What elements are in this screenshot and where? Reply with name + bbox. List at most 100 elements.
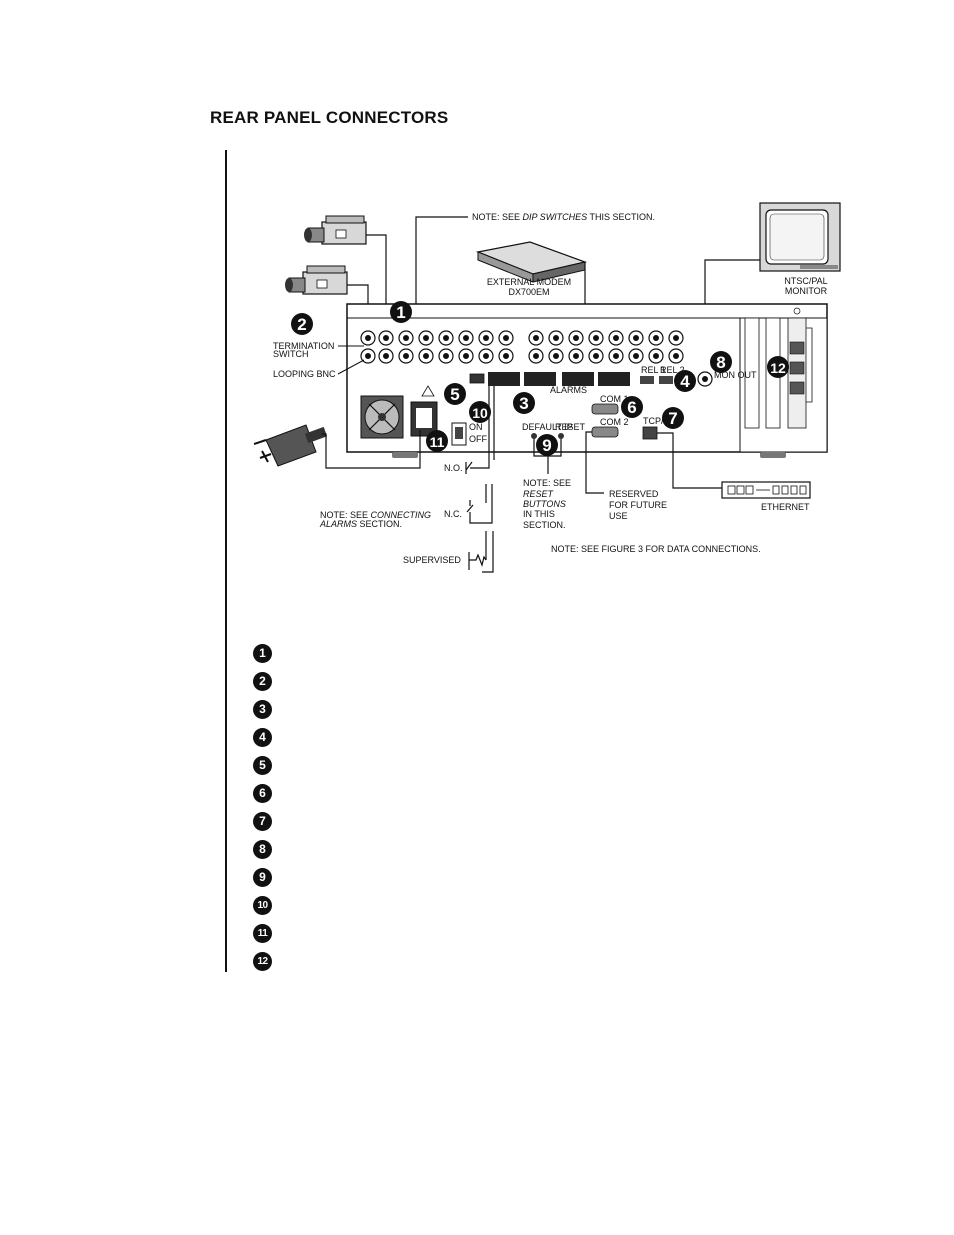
bnc-connector-pin xyxy=(553,335,559,341)
legend-item-1: 1 xyxy=(253,644,272,663)
panel-com1-label: COM 1 xyxy=(600,394,629,404)
panel-reset-label: RESET xyxy=(555,422,586,432)
callout-1-label: 1 xyxy=(396,303,405,322)
callout-9-marker xyxy=(536,434,558,456)
legend-item-5: 5 xyxy=(253,756,272,775)
bnc-connector-pin xyxy=(553,353,559,359)
callout-6-label: 6 xyxy=(627,398,636,417)
note-alarms-italic2: ALARMS xyxy=(319,519,357,529)
callout-9-label: 9 xyxy=(542,436,551,455)
reserved-label-line2: FOR FUTURE xyxy=(609,500,667,510)
tcpip-port xyxy=(642,426,658,440)
bnc-connector-pin xyxy=(633,353,639,359)
callout-8-label: 8 xyxy=(716,353,725,372)
note-figure3: NOTE: SEE FIGURE 3 FOR DATA CONNECTIONS. xyxy=(551,544,761,554)
svg-text:NOTE: SEE CONNECTING: NOTE: SEE CONNECTING xyxy=(320,510,431,520)
reserved-label-line3: USE xyxy=(609,511,628,521)
bnc-connector-pin xyxy=(463,353,469,359)
legend-item-6: 6 xyxy=(253,784,272,803)
bnc-connector-pin xyxy=(533,353,539,359)
bnc-connector-pin xyxy=(443,353,449,359)
legend-item-9: 9 xyxy=(253,868,272,887)
legend-item-2: 2 xyxy=(253,672,272,691)
page-title: REAR PANEL CONNECTORS xyxy=(210,108,449,127)
bnc-connector-pin xyxy=(653,353,659,359)
legend-item-8: 8 xyxy=(253,840,272,859)
power-inlet-icon xyxy=(410,385,438,437)
callout-2-marker xyxy=(291,313,313,335)
looping-bnc-label: LOOPING BNC xyxy=(273,369,336,379)
termination-label-line1: TERMINATION xyxy=(273,341,334,351)
legend-item-3: 3 xyxy=(253,700,272,719)
note-dip-italic: DIP SWITCHES xyxy=(523,212,588,222)
bnc-connector-pin xyxy=(483,335,489,341)
reserved-label-line1: RESERVED xyxy=(609,489,659,499)
com2-port xyxy=(591,426,619,438)
com1-port xyxy=(591,403,619,415)
callout-8-marker xyxy=(710,351,732,373)
bnc-connector-pin xyxy=(443,335,449,341)
modem-label-line2: DX700EM xyxy=(508,287,549,297)
panel-on-label: ON xyxy=(469,422,483,432)
callout-1-marker xyxy=(390,301,412,323)
monitor-icon xyxy=(759,202,841,272)
callout-5-marker xyxy=(444,383,466,405)
monitor-label-line1: NTSC/PAL xyxy=(784,276,827,286)
bnc-connector-pin xyxy=(463,335,469,341)
note-dip-prefix: NOTE: SEE xyxy=(472,212,523,222)
note-reset-line4: IN THIS xyxy=(523,509,555,519)
ethernet-hub-icon xyxy=(721,481,811,499)
bnc-connector-pin xyxy=(613,353,619,359)
callout-10-marker xyxy=(469,401,491,423)
ethernet-label: ETHERNET xyxy=(761,502,810,512)
supervised-label: SUPERVISED xyxy=(403,555,461,565)
callout-7-marker xyxy=(662,407,684,429)
relay2-block xyxy=(659,376,673,384)
bnc-connector-pin xyxy=(673,353,679,359)
panel-com2-label: COM 2 xyxy=(600,417,629,427)
callout-10-label: 10 xyxy=(472,405,488,421)
panel-off-label: OFF xyxy=(469,434,487,444)
note-dip-suffix: THIS SECTION. xyxy=(587,212,655,222)
bnc-connector-pin xyxy=(423,335,429,341)
callout-12-marker xyxy=(767,356,789,378)
bnc-connector-pin xyxy=(423,353,429,359)
dip-switch-block xyxy=(469,373,485,384)
bnc-connector-pin xyxy=(593,335,599,341)
note-reset-line1: NOTE: SEE xyxy=(523,478,571,488)
legend-item-7: 7 xyxy=(253,812,272,831)
legend-item-11: 11 xyxy=(253,924,272,943)
bnc-connector-pin xyxy=(613,335,619,341)
panel-default-ip-label: DEFAULT IP xyxy=(522,422,573,432)
callout-12-label: 12 xyxy=(770,360,786,376)
relay1-block xyxy=(640,376,654,384)
callout-3-label: 3 xyxy=(519,394,528,413)
bnc-connector-pin xyxy=(573,353,579,359)
legend-item-4: 4 xyxy=(253,728,272,747)
panel-rel2-label: REL 2 xyxy=(660,365,685,375)
termination-label-line2: SWITCH xyxy=(273,349,309,359)
bnc-connector-pin xyxy=(383,353,389,359)
callout-11-label: 11 xyxy=(430,434,445,450)
fan-icon xyxy=(360,395,404,439)
note-reset-italic1: RESET xyxy=(523,489,555,499)
normally-open-label: N.O. xyxy=(444,463,463,473)
bnc-connector-pin xyxy=(533,335,539,341)
callout-7-label: 7 xyxy=(668,409,677,428)
left-margin-rule xyxy=(225,150,227,972)
note-alarms-italic1: CONNECTING xyxy=(371,510,432,520)
bnc-connector-pin xyxy=(483,353,489,359)
default-ip-button xyxy=(531,433,537,439)
power-switch-icon xyxy=(451,422,467,446)
alarm-terminal-blocks xyxy=(488,372,630,386)
bnc-connector-pin xyxy=(503,335,509,341)
panel-rel1-label: REL 1 xyxy=(641,365,666,375)
normally-closed-label: N.C. xyxy=(444,509,462,519)
bnc-connector-pin xyxy=(673,335,679,341)
camera-bottom-icon xyxy=(285,265,348,295)
power-plug-icon xyxy=(253,424,328,467)
note-alarms-prefix: NOTE: SEE xyxy=(320,510,371,520)
legend-item-10: 10 xyxy=(253,896,272,915)
